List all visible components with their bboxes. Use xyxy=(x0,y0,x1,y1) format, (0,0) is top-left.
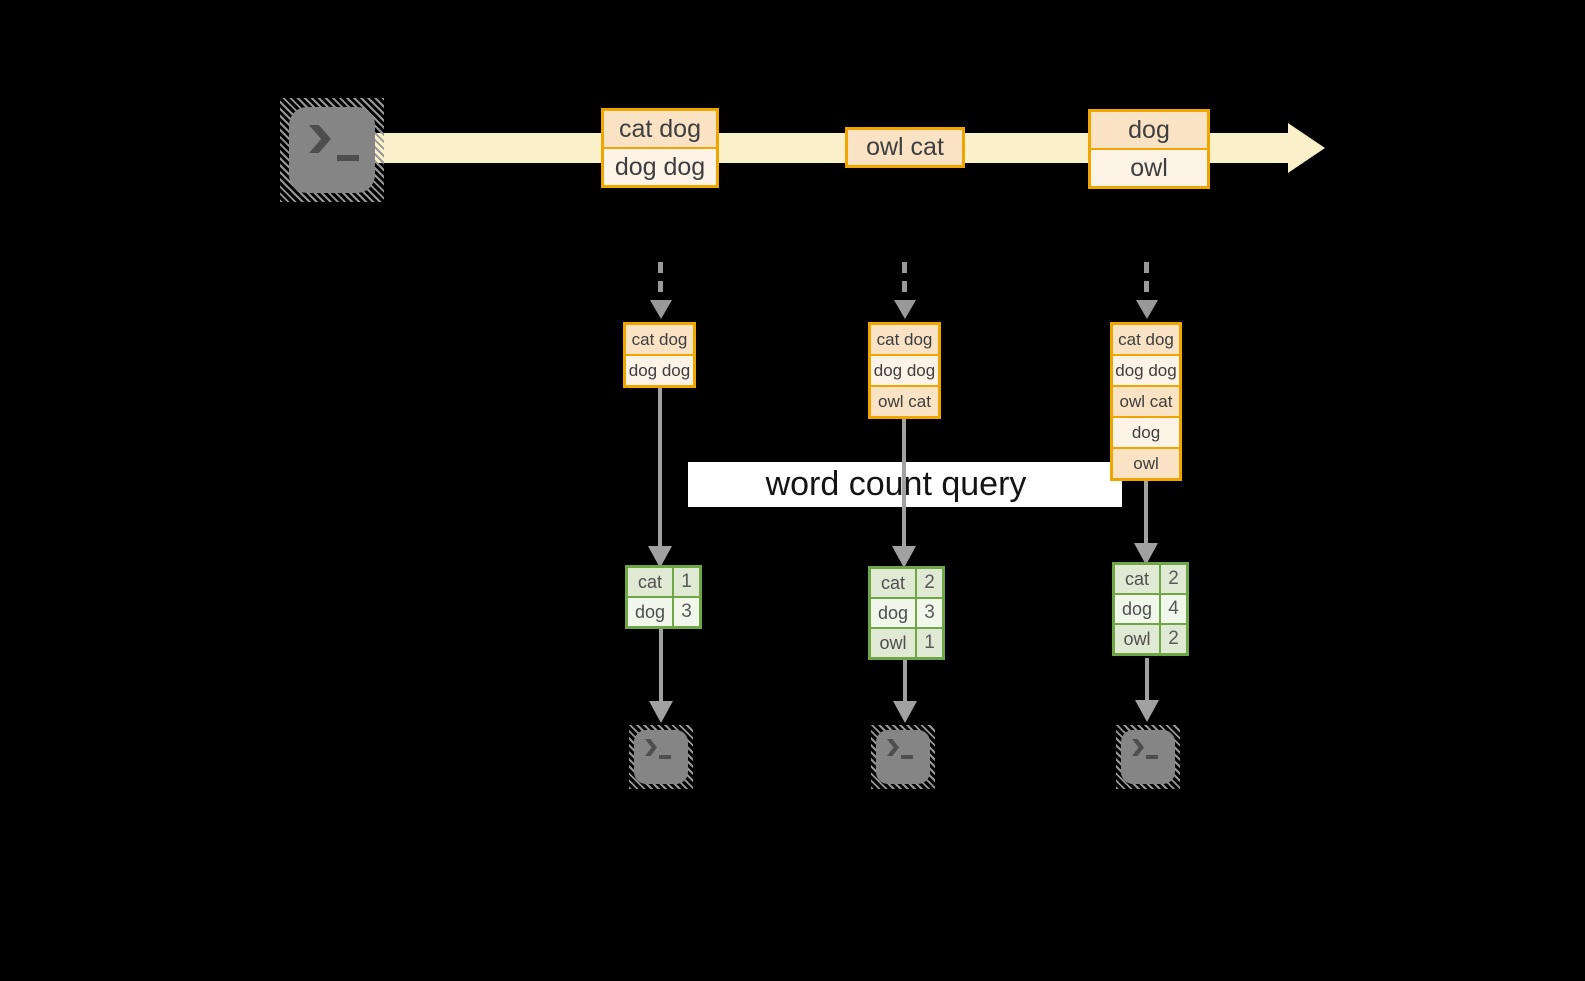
buffer-item: owl cat xyxy=(1113,387,1179,416)
buffer-item: owl cat xyxy=(871,387,938,416)
buffer-item: dog dog xyxy=(1113,356,1179,385)
query-arrowhead-icon xyxy=(892,546,916,568)
query-arrowhead-icon xyxy=(648,546,672,568)
count-value: 1 xyxy=(917,629,942,657)
count-row: cat 2 xyxy=(1115,565,1186,593)
count-value: 3 xyxy=(674,598,699,626)
count-word: owl xyxy=(871,629,915,657)
count-value: 4 xyxy=(1161,595,1186,623)
count-row: dog 4 xyxy=(1115,595,1186,623)
terminal-screen xyxy=(876,730,930,784)
buffer-state-1: cat dog dog dog xyxy=(623,322,696,388)
count-row: dog 3 xyxy=(871,599,942,627)
stream-item: owl xyxy=(1091,150,1207,186)
query-arrowhead-icon xyxy=(1134,543,1158,565)
count-row: owl 2 xyxy=(1115,625,1186,653)
query-arrow-shaft xyxy=(1144,481,1148,543)
ingest-dashed-arrowhead-icon xyxy=(650,300,672,319)
prompt-underscore-icon xyxy=(337,155,359,161)
count-table-1: cat 1 dog 3 xyxy=(625,565,702,629)
count-word: cat xyxy=(628,568,672,596)
count-word: cat xyxy=(1115,565,1159,593)
ingest-dashed-arrow-shaft xyxy=(658,262,663,302)
terminal-source-icon xyxy=(280,98,384,202)
query-arrow-shaft xyxy=(658,388,662,546)
prompt-chevron-icon xyxy=(1132,739,1144,756)
buffer-item: owl xyxy=(1113,449,1179,478)
terminal-sink-icon xyxy=(871,725,935,789)
count-word: dog xyxy=(1115,595,1159,623)
terminal-sink-icon xyxy=(629,725,693,789)
stream-item: cat dog xyxy=(604,111,716,147)
output-arrowhead-icon xyxy=(893,701,917,723)
count-table-3: cat 2 dog 4 owl 2 xyxy=(1112,562,1189,656)
stream-arrowhead-icon xyxy=(1288,123,1325,173)
buffer-item: cat dog xyxy=(626,325,693,354)
prompt-chevron-icon xyxy=(645,739,657,756)
prompt-chevron-icon xyxy=(887,739,899,756)
prompt-chevron-icon xyxy=(309,125,331,153)
query-label: word count query xyxy=(765,465,1027,503)
buffer-item: dog dog xyxy=(871,356,938,385)
ingest-dashed-arrowhead-icon xyxy=(1136,300,1158,319)
output-arrowhead-icon xyxy=(649,701,673,723)
prompt-underscore-icon xyxy=(659,755,671,759)
buffer-item: cat dog xyxy=(871,325,938,354)
stream-item: dog xyxy=(1091,112,1207,148)
terminal-screen xyxy=(289,107,375,193)
count-value: 2 xyxy=(917,569,942,597)
buffer-item: dog xyxy=(1113,418,1179,447)
ingest-dashed-arrow-shaft xyxy=(902,262,907,302)
count-value: 2 xyxy=(1161,625,1186,653)
count-word: cat xyxy=(871,569,915,597)
ingest-dashed-arrow-shaft xyxy=(1144,262,1149,302)
output-arrow-shaft xyxy=(1145,658,1149,701)
count-word: dog xyxy=(628,598,672,626)
prompt-underscore-icon xyxy=(1146,755,1158,759)
stream-batch-1: cat dog dog dog xyxy=(601,108,719,188)
terminal-screen xyxy=(1121,730,1175,784)
count-table-2: cat 2 dog 3 owl 1 xyxy=(868,566,945,660)
output-arrow-shaft xyxy=(903,660,907,702)
count-row: cat 1 xyxy=(628,568,699,596)
count-word: owl xyxy=(1115,625,1159,653)
buffer-state-2: cat dog dog dog owl cat xyxy=(868,322,941,419)
stream-item: owl cat xyxy=(848,130,962,165)
buffer-state-3: cat dog dog dog owl cat dog owl xyxy=(1110,322,1182,481)
buffer-item: dog dog xyxy=(626,356,693,385)
count-value: 3 xyxy=(917,599,942,627)
count-row: dog 3 xyxy=(628,598,699,626)
output-arrowhead-icon xyxy=(1135,700,1159,722)
buffer-item: cat dog xyxy=(1113,325,1179,354)
count-word: dog xyxy=(871,599,915,627)
stream-item: dog dog xyxy=(604,149,716,185)
stream-batch-3: dog owl xyxy=(1088,109,1210,189)
terminal-screen xyxy=(634,730,688,784)
output-arrow-shaft xyxy=(659,629,663,702)
count-row: owl 1 xyxy=(871,629,942,657)
stream-batch-2: owl cat xyxy=(845,127,965,168)
query-arrow-shaft xyxy=(902,419,906,546)
terminal-sink-icon xyxy=(1116,725,1180,789)
prompt-underscore-icon xyxy=(901,755,913,759)
ingest-dashed-arrowhead-icon xyxy=(894,300,916,319)
count-value: 1 xyxy=(674,568,699,596)
count-row: cat 2 xyxy=(871,569,942,597)
count-value: 2 xyxy=(1161,565,1186,593)
